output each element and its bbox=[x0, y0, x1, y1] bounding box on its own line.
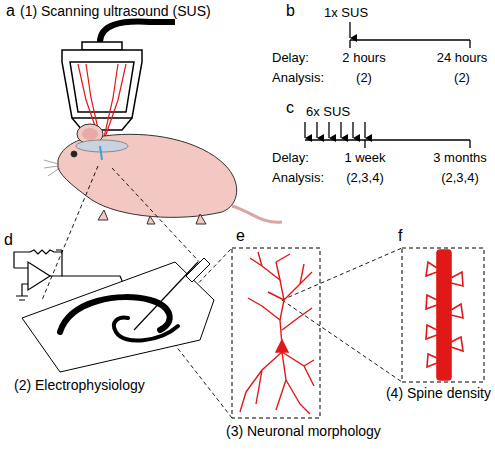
panel-title: (1) Scanning ultrasound (SUS) bbox=[20, 4, 211, 19]
analysis-label: (2,3,4) bbox=[441, 170, 479, 185]
panel-letter: c bbox=[286, 100, 294, 115]
time-label: 1 week bbox=[344, 150, 385, 165]
analysis-label: (2) bbox=[356, 70, 372, 85]
neuron-drawing bbox=[240, 252, 314, 414]
mouse bbox=[44, 124, 282, 224]
analysis-label: (2) bbox=[454, 70, 470, 85]
panel-letter: d bbox=[4, 232, 13, 247]
stimulation-label: 6x SUS bbox=[306, 104, 350, 119]
brain-slice bbox=[22, 262, 214, 372]
time-label: 24 hours bbox=[437, 50, 488, 65]
row-label: Delay: bbox=[272, 50, 309, 65]
panel-title: (2) Electrophysiology bbox=[14, 378, 145, 393]
panel-letter: b bbox=[286, 3, 295, 18]
timeline-b bbox=[350, 22, 470, 48]
transducer-cable bbox=[100, 22, 175, 42]
electrode-holder bbox=[186, 258, 210, 282]
zoom-box bbox=[402, 248, 484, 382]
panel-letter: a bbox=[6, 3, 15, 18]
panel-letter: f bbox=[398, 228, 402, 243]
ultrasound-transducer bbox=[62, 42, 142, 130]
analysis-label: (2,3,4) bbox=[346, 170, 384, 185]
zoom-box bbox=[232, 248, 320, 418]
row-label: Delay: bbox=[272, 150, 309, 165]
recording-electrode bbox=[134, 262, 198, 330]
row-label: Analysis: bbox=[272, 70, 324, 85]
time-label: 3 months bbox=[433, 150, 486, 165]
panel-title: (4) Spine density bbox=[386, 386, 491, 401]
timeline-c bbox=[305, 122, 470, 148]
dendrite-with-spines bbox=[426, 250, 463, 380]
panel-title: (3) Neuronal morphology bbox=[226, 424, 381, 439]
panel-letter: e bbox=[236, 228, 245, 243]
ultrasound-beams bbox=[78, 64, 126, 146]
stimulation-label: 1x SUS bbox=[324, 5, 368, 20]
row-label: Analysis: bbox=[272, 170, 324, 185]
hippocampus bbox=[60, 297, 178, 340]
time-label: 2 hours bbox=[342, 50, 385, 65]
